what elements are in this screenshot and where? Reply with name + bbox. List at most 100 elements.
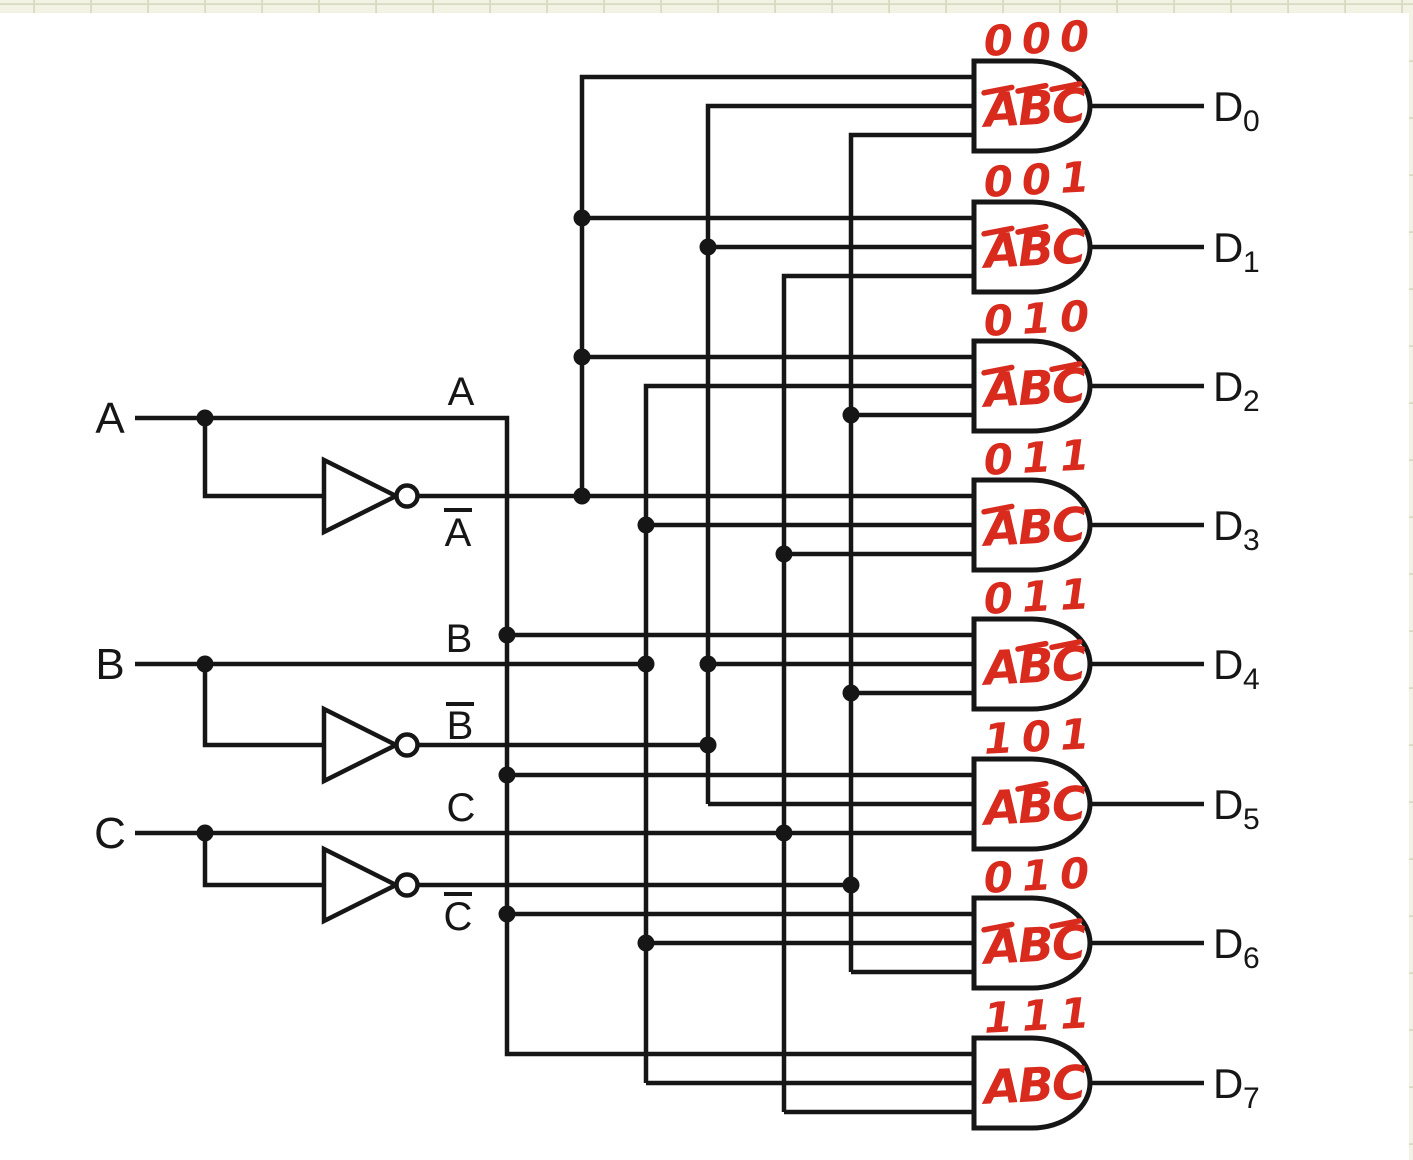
term-overline (981, 364, 1015, 376)
output-sub-d6: 6 (1243, 942, 1260, 975)
inverter-b (321, 705, 420, 785)
term-overline (981, 921, 1015, 933)
junction-dot (196, 409, 214, 427)
junction-dot (573, 209, 591, 227)
junction-dot (699, 736, 717, 754)
junction-dot (699, 655, 717, 673)
gate-term-d1: ABC (979, 220, 1089, 281)
gate-term-d3: ABC (979, 498, 1089, 559)
wire (202, 418, 324, 499)
inverter-a (321, 456, 420, 536)
and-gate-body (971, 756, 1093, 852)
gate-term-letter: A (979, 640, 1022, 697)
output-label-d5: D (1213, 781, 1243, 828)
junction-dot (775, 545, 793, 563)
output-label-d3: D (1213, 502, 1243, 549)
gate-term-letter: C (1050, 1056, 1088, 1113)
output-sub-d2: 2 (1243, 385, 1260, 418)
wire (135, 415, 974, 1057)
term-overline (1015, 640, 1049, 652)
gate-code-d7: 111 (982, 988, 1099, 1043)
gate-code-d4: 011 (982, 569, 1099, 624)
term-overline (1015, 82, 1049, 94)
and-gate-body (971, 477, 1093, 573)
and-gate-d2 (971, 338, 1093, 434)
term-overline (981, 503, 1015, 515)
rail-label-b: B (446, 617, 473, 661)
and-gate-body (971, 58, 1093, 154)
output-label-d2: D (1213, 363, 1243, 410)
term-overline (1049, 361, 1083, 373)
and-gate-body (971, 616, 1093, 712)
output-sub-d1: 1 (1243, 246, 1260, 279)
term-overline (1049, 918, 1083, 930)
junction-dot (699, 238, 717, 256)
output-label-d6: D (1213, 920, 1243, 967)
term-overline (981, 84, 1015, 96)
and-gate-d0 (971, 58, 1093, 154)
inverter-triangle (321, 456, 402, 536)
rail-label-b-bar: B (447, 704, 474, 748)
gate-code-d6: 010 (982, 848, 1099, 903)
figure-paper (0, 13, 1409, 1160)
wire (705, 103, 974, 804)
junction-dot (637, 516, 655, 534)
junction-dot (842, 876, 860, 894)
inverter-bubble-icon (394, 872, 420, 898)
input-label-a: A (95, 394, 125, 443)
wire (202, 664, 324, 748)
gate-code-d1: 001 (982, 152, 1099, 207)
rail-label-c: C (447, 786, 476, 830)
inverter-bubble-icon (394, 483, 420, 509)
gate-term-d0: ABC (979, 79, 1089, 140)
output-label-d1: D (1213, 224, 1243, 271)
input-label-c: C (94, 809, 126, 858)
gate-term-letter: C (1050, 220, 1088, 277)
and-gate-d5 (971, 756, 1093, 852)
gate-term-letter: A (979, 1059, 1022, 1116)
gate-term-letter: C (1050, 777, 1088, 834)
term-overline (1049, 81, 1083, 93)
and-gate-d3 (971, 477, 1093, 573)
and-gate-d6 (971, 895, 1093, 991)
and-gate-body (971, 338, 1093, 434)
wire (202, 833, 324, 888)
gate-code-d3: 011 (982, 430, 1099, 485)
and-gate-d7 (971, 1035, 1093, 1131)
rail-label-c-bar: C (444, 895, 473, 939)
gate-term-letter: B (1017, 499, 1056, 556)
junction-dot (573, 348, 591, 366)
rail-label-a-bar: A (445, 511, 472, 555)
gate-term-letter: B (1017, 917, 1056, 974)
inverter-triangle (321, 845, 402, 925)
output-sub-d0: 0 (1243, 105, 1260, 138)
term-overline (981, 225, 1015, 237)
gate-term-d2: ABC (979, 359, 1089, 420)
gate-term-d4: ABC (979, 637, 1089, 698)
and-gate-body (971, 199, 1093, 295)
term-overline (1015, 780, 1049, 792)
gate-code-d2: 010 (982, 291, 1099, 346)
output-sub-d7: 7 (1243, 1082, 1260, 1115)
junction-dot (196, 824, 214, 842)
output-sub-d5: 5 (1243, 803, 1260, 836)
junction-dot (498, 905, 516, 923)
inverter-triangle (321, 705, 402, 785)
output-sub-d4: 4 (1243, 663, 1260, 696)
junction-dot (842, 684, 860, 702)
term-overline (1049, 639, 1083, 651)
gate-term-d5: ABC (979, 777, 1089, 838)
input-label-b: B (95, 640, 124, 689)
rail-label-a: A (448, 370, 475, 414)
gate-term-d6: ABC (979, 916, 1089, 977)
gate-code-d5: 101 (982, 709, 1099, 764)
output-sub-d3: 3 (1243, 524, 1260, 557)
term-overline (1015, 223, 1049, 235)
gate-code-d0: 000 (982, 11, 1099, 66)
inverter-bubble-icon (394, 732, 420, 758)
wire (643, 383, 974, 1083)
junction-dot (775, 824, 793, 842)
junction-dot (573, 487, 591, 505)
